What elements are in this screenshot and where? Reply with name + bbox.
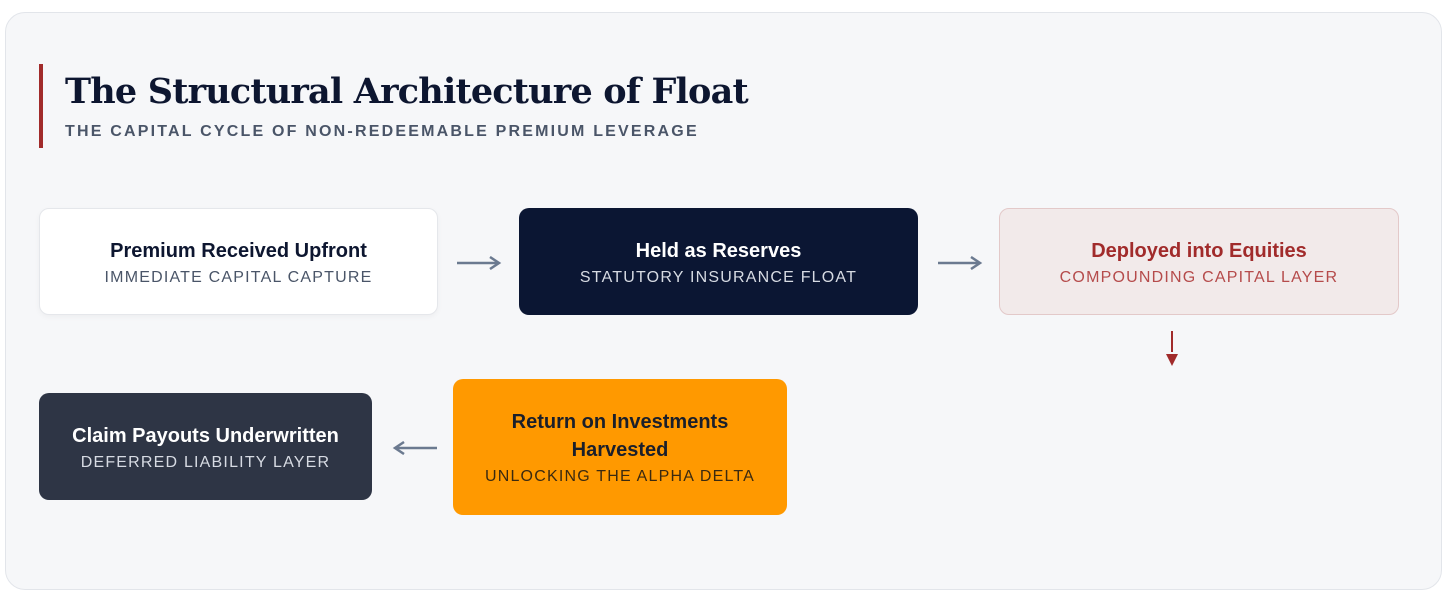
long-right-arrow-icon [938, 256, 983, 270]
node-sublabel: IMMEDIATE CAPITAL CAPTURE [104, 268, 373, 286]
node-sublabel: DEFERRED LIABILITY LAYER [80, 453, 331, 471]
node-label: Claim Payouts Underwritten [72, 424, 339, 447]
header: The Structural Architecture of Float THE… [39, 64, 749, 148]
long-left-arrow-icon [392, 441, 437, 455]
node-sublabel: COMPOUNDING CAPITAL LAYER [1059, 268, 1339, 286]
page-title: The Structural Architecture of Float [65, 71, 749, 112]
node-label: Held as Reserves [635, 239, 802, 262]
node-label: Return on Investments Harvested [511, 411, 729, 461]
node-return-on-investments: Return on Investments Harvested UNLOCKIN… [453, 379, 787, 515]
down-arrow-icon [1166, 331, 1178, 366]
node-sublabel: UNLOCKING THE ALPHA DELTA [484, 468, 756, 485]
node-sublabel: STATUTORY INSURANCE FLOAT [579, 268, 858, 286]
node-held-as-reserves: Held as Reserves STATUTORY INSURANCE FLO… [519, 208, 918, 315]
node-premium-received: Premium Received Upfront IMMEDIATE CAPIT… [39, 208, 438, 315]
node-claim-payouts: Claim Payouts Underwritten DEFERRED LIAB… [39, 393, 372, 500]
node-label: Premium Received Upfront [110, 239, 367, 262]
long-right-arrow-icon [457, 256, 502, 270]
node-deployed-into-equities: Deployed into Equities COMPOUNDING CAPIT… [999, 208, 1399, 315]
page-subtitle: THE CAPITAL CYCLE OF NON-REDEEMABLE PREM… [65, 123, 699, 140]
node-label: Deployed into Equities [1091, 239, 1307, 262]
